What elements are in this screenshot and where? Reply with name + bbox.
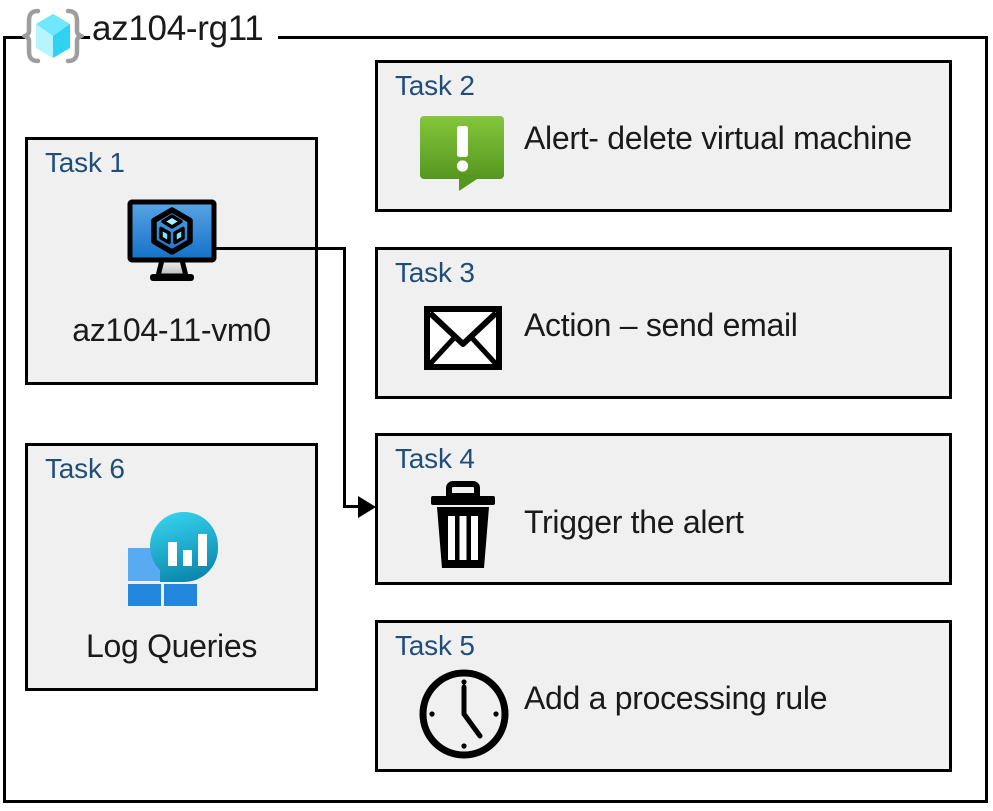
task-card-1-title: Task 1 bbox=[45, 147, 125, 178]
frame-border-top-mid-stub bbox=[80, 36, 90, 39]
frame-border-bottom bbox=[3, 800, 988, 803]
resource-group-title: az104-rg11 bbox=[92, 9, 264, 48]
connector-arrowhead bbox=[358, 496, 376, 518]
task-card-4[interactable]: Task 4 Trigger the alert bbox=[375, 433, 952, 585]
frame-border-top-right bbox=[278, 36, 988, 39]
clock-icon bbox=[418, 668, 510, 760]
task-card-3[interactable]: Task 3 Action – send email bbox=[375, 247, 952, 399]
virtual-machine-icon bbox=[124, 198, 220, 286]
task-card-5-title: Task 5 bbox=[395, 630, 475, 661]
frame-border-top-left-stub bbox=[3, 36, 25, 39]
task-card-2[interactable]: Task 2 Alert- delete virtual machine bbox=[375, 60, 952, 212]
task-card-4-title: Task 4 bbox=[395, 443, 475, 474]
connector-segment-horizontal-bottom bbox=[343, 505, 365, 508]
task-card-3-title: Task 3 bbox=[395, 257, 475, 288]
resource-group-icon bbox=[19, 7, 87, 65]
task-card-5-label: Add a processing rule bbox=[524, 680, 828, 716]
alert-bubble-icon bbox=[419, 115, 507, 191]
frame-border-left bbox=[3, 38, 6, 803]
log-analytics-icon bbox=[118, 504, 226, 606]
task-card-3-label: Action – send email bbox=[524, 307, 798, 343]
task-card-1[interactable]: Task 1 bbox=[25, 137, 318, 385]
frame-border-right bbox=[985, 38, 988, 803]
task-card-4-label: Trigger the alert bbox=[524, 504, 744, 540]
envelope-icon bbox=[424, 306, 502, 370]
task-card-6[interactable]: Task 6 Log Queries bbox=[25, 443, 318, 691]
trash-icon bbox=[429, 478, 497, 570]
connector-segment-horizontal-top bbox=[212, 247, 346, 250]
task-card-6-title: Task 6 bbox=[45, 453, 125, 484]
task-card-1-label: az104-11-vm0 bbox=[72, 312, 271, 348]
task-card-6-label: Log Queries bbox=[85, 628, 258, 664]
task-card-5[interactable]: Task 5 Add a processing rule bbox=[375, 620, 952, 772]
connector-segment-vertical bbox=[343, 247, 346, 508]
task-card-2-label: Alert- delete virtual machine bbox=[524, 120, 912, 156]
task-card-2-title: Task 2 bbox=[395, 70, 475, 101]
